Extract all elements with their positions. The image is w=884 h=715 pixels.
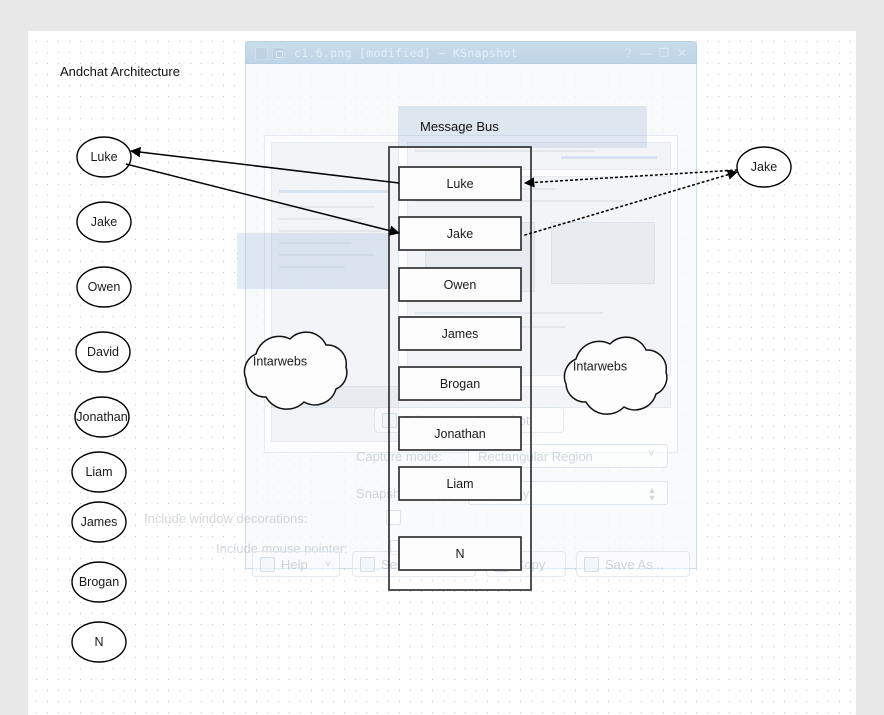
client-node-label: David bbox=[87, 345, 119, 359]
client-node[interactable]: Brogan bbox=[71, 561, 127, 603]
edge-right-jake-to-bus-luke[interactable] bbox=[523, 169, 738, 188]
edge-node-luke-to-bus-jake[interactable] bbox=[125, 163, 401, 236]
selection-band-left bbox=[237, 233, 390, 289]
client-node-label: N bbox=[94, 635, 103, 649]
message-bus-item-label: Liam bbox=[446, 477, 473, 491]
message-bus-container[interactable] bbox=[388, 146, 532, 591]
network-cloud[interactable]: Intarwebs bbox=[243, 331, 348, 410]
client-node[interactable]: N bbox=[71, 621, 127, 663]
message-bus-item[interactable]: Jake bbox=[398, 216, 522, 251]
network-cloud-label: Intarwebs bbox=[253, 354, 307, 368]
edge-bus-luke-to-node-luke[interactable] bbox=[129, 146, 400, 184]
message-bus-item[interactable]: Jonathan bbox=[398, 416, 522, 451]
message-bus-title: Message Bus bbox=[420, 119, 499, 134]
message-bus-item-label: Brogan bbox=[440, 377, 480, 391]
message-bus-item-label: Luke bbox=[446, 177, 473, 191]
diagram-canvas[interactable]: c1.6.png [modified] – KSnapshot ? — ❐ ✕ bbox=[28, 31, 856, 715]
network-cloud-label: Intarwebs bbox=[573, 359, 627, 373]
message-bus-item[interactable]: Luke bbox=[398, 166, 522, 201]
client-node-label: Jonathan bbox=[76, 410, 127, 424]
client-node-label: Jake bbox=[91, 215, 117, 229]
network-cloud[interactable]: Intarwebs bbox=[563, 336, 668, 415]
message-bus-item[interactable]: Liam bbox=[398, 466, 522, 501]
remote-client-node[interactable]: Jake bbox=[736, 146, 792, 188]
message-bus-item-label: James bbox=[442, 327, 479, 341]
client-node[interactable]: Owen bbox=[76, 266, 132, 308]
client-node[interactable]: Liam bbox=[71, 451, 127, 493]
message-bus-item[interactable]: Owen bbox=[398, 267, 522, 302]
message-bus-item-label: N bbox=[455, 547, 464, 561]
client-node[interactable]: David bbox=[75, 331, 131, 373]
message-bus-item-label: Jonathan bbox=[434, 427, 485, 441]
client-node[interactable]: James bbox=[71, 501, 127, 543]
client-node[interactable]: Jake bbox=[76, 201, 132, 243]
architecture-diagram[interactable]: Andchat Architecture Message Bus Luke Ja… bbox=[28, 31, 856, 715]
selection-band-top bbox=[398, 106, 647, 148]
client-node-label: Owen bbox=[88, 280, 121, 294]
message-bus-item-label: Owen bbox=[444, 278, 477, 292]
message-bus-item[interactable]: James bbox=[398, 316, 522, 351]
client-node-label: Brogan bbox=[79, 575, 119, 589]
message-bus-item-label: Jake bbox=[447, 227, 473, 241]
message-bus-item[interactable]: Brogan bbox=[398, 366, 522, 401]
client-node-label: Luke bbox=[90, 150, 117, 164]
edge-bus-jake-to-right-jake[interactable] bbox=[524, 169, 738, 236]
message-bus-item[interactable]: N bbox=[398, 536, 522, 571]
client-node[interactable]: Jonathan bbox=[74, 396, 130, 438]
client-node[interactable]: Luke bbox=[76, 136, 132, 178]
remote-client-node-label: Jake bbox=[751, 160, 777, 174]
client-node-label: Liam bbox=[85, 465, 112, 479]
client-node-label: James bbox=[81, 515, 118, 529]
diagram-title: Andchat Architecture bbox=[60, 64, 180, 79]
